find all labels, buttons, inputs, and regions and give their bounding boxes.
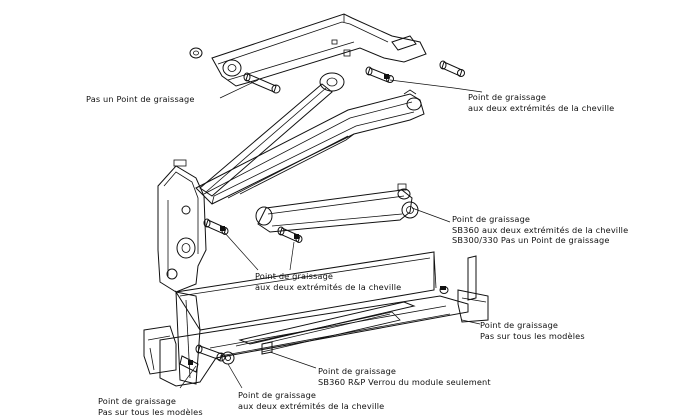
annotation-middle-right: Point de graissage SB360 aux deux extrém… bbox=[452, 214, 628, 246]
nut-top-left bbox=[189, 47, 203, 59]
annotation-line: Point de graissage bbox=[452, 214, 531, 224]
annotation-line: Point de graissage bbox=[468, 92, 547, 102]
base-frame bbox=[143, 251, 489, 387]
annotation-line: Point de graissage bbox=[480, 320, 559, 330]
annotation-top-left: Pas un Point de graissage bbox=[86, 94, 195, 105]
annotation-line: SB300/330 Pas un Point de graissage bbox=[452, 235, 610, 245]
annotation-bottom-middle: Point de graissage aux deux extrémités d… bbox=[238, 390, 384, 411]
annotation-line: Point de graissage bbox=[98, 396, 177, 406]
pin-center bbox=[277, 226, 303, 243]
pin-no-grease bbox=[243, 72, 281, 94]
annotation-line: Point de graissage bbox=[318, 366, 397, 376]
pin-far-right bbox=[439, 60, 465, 77]
leader-lines bbox=[179, 79, 483, 389]
hydraulic-cylinder-lower bbox=[255, 183, 419, 233]
annotation-line: Pas un Point de graissage bbox=[86, 94, 195, 104]
annotation-line: Pas sur tous les modèles bbox=[98, 406, 203, 417]
annotation-line: aux deux extrémités de la cheville bbox=[468, 102, 615, 113]
annotation-line: Point de graissage bbox=[238, 390, 317, 400]
main-boom bbox=[195, 89, 425, 205]
hydraulic-cylinder-upper bbox=[199, 72, 345, 197]
annotation-line: Pas sur tous les modèles bbox=[480, 330, 585, 341]
annotation-bottom-center: Point de graissage SB360 R&P Verrou du m… bbox=[318, 366, 491, 387]
annotation-center: Point de graissage aux deux extrémités d… bbox=[255, 271, 401, 292]
annotation-right-lower: Point de graissage Pas sur tous les modè… bbox=[480, 320, 585, 341]
annotation-line: aux deux extrémités de la cheville bbox=[238, 400, 385, 411]
annotation-top-right: Point de graissage aux deux extrémités d… bbox=[468, 92, 614, 113]
annotation-line: Point de graissage bbox=[255, 271, 334, 281]
annotation-line: aux deux extrémités de la cheville bbox=[255, 281, 402, 292]
upright-bracket bbox=[157, 159, 207, 293]
annotation-line: SB360 aux deux extrémités de la cheville bbox=[452, 224, 629, 235]
annotation-bottom-left: Point de graissage Pas sur tous les modè… bbox=[98, 396, 203, 417]
annotation-line: SB360 R&P Verrou du module seulement bbox=[318, 376, 491, 387]
pin-bracket bbox=[203, 218, 229, 235]
pin-upper-right bbox=[365, 66, 394, 83]
